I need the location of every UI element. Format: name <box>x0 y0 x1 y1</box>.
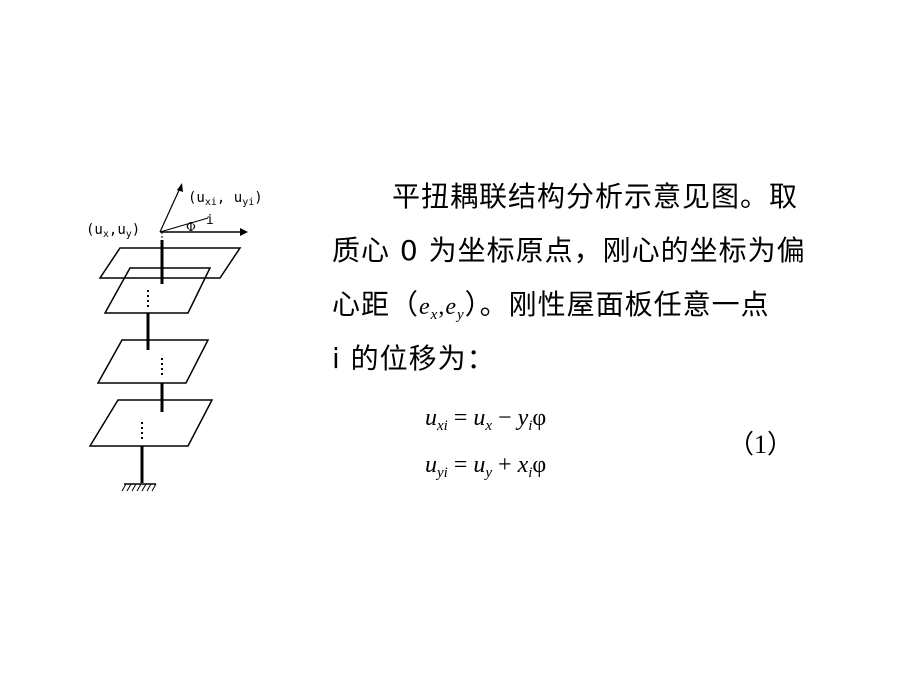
floor-plate-2 <box>103 267 212 314</box>
floor-plate-3 <box>96 339 210 384</box>
diag-arrow-head <box>177 183 183 192</box>
floor-plate-4 <box>88 399 214 447</box>
label-uxi-uyi: (uxi, uyi) <box>188 190 263 208</box>
para-line-3-post: ）。刚性屋面板任意一点 <box>464 288 770 321</box>
diag-arrow-line <box>159 187 181 233</box>
equation-number: （1） <box>728 430 794 459</box>
para-line-4: i 的位移为： <box>332 342 496 375</box>
para-line-1: 平扭耦联结构分析示意见图。取 <box>392 180 799 213</box>
floor-plate-top <box>98 247 242 279</box>
label-ux-uy: (ux,uy) <box>86 222 140 240</box>
x-arrow-head <box>240 228 248 236</box>
description-paragraph: 平扭耦联结构分析示意见图。取 质心 0 为坐标原点，刚心的坐标为偏 心距（ex,… <box>332 170 832 386</box>
i-label: i <box>206 213 214 228</box>
ex-symbol: ex,ey <box>419 294 465 323</box>
radius-line <box>159 217 209 233</box>
para-line-2: 质心 0 为坐标原点，刚心的坐标为偏 <box>332 234 806 267</box>
para-line-3: 心距（ex,ey）。刚性屋面板任意一点 <box>332 278 832 332</box>
para-line-3-pre: 心距（ <box>332 288 420 321</box>
structure-diagram: (uxi, uyi) (ux,uy) Φ i <box>86 183 263 492</box>
ground-hatch <box>121 483 157 492</box>
equation-1: uxi=ux−yiφ <box>425 405 547 434</box>
equation-2: uyi=uy+xiφ <box>425 452 547 481</box>
phi-label: Φ <box>186 220 196 234</box>
